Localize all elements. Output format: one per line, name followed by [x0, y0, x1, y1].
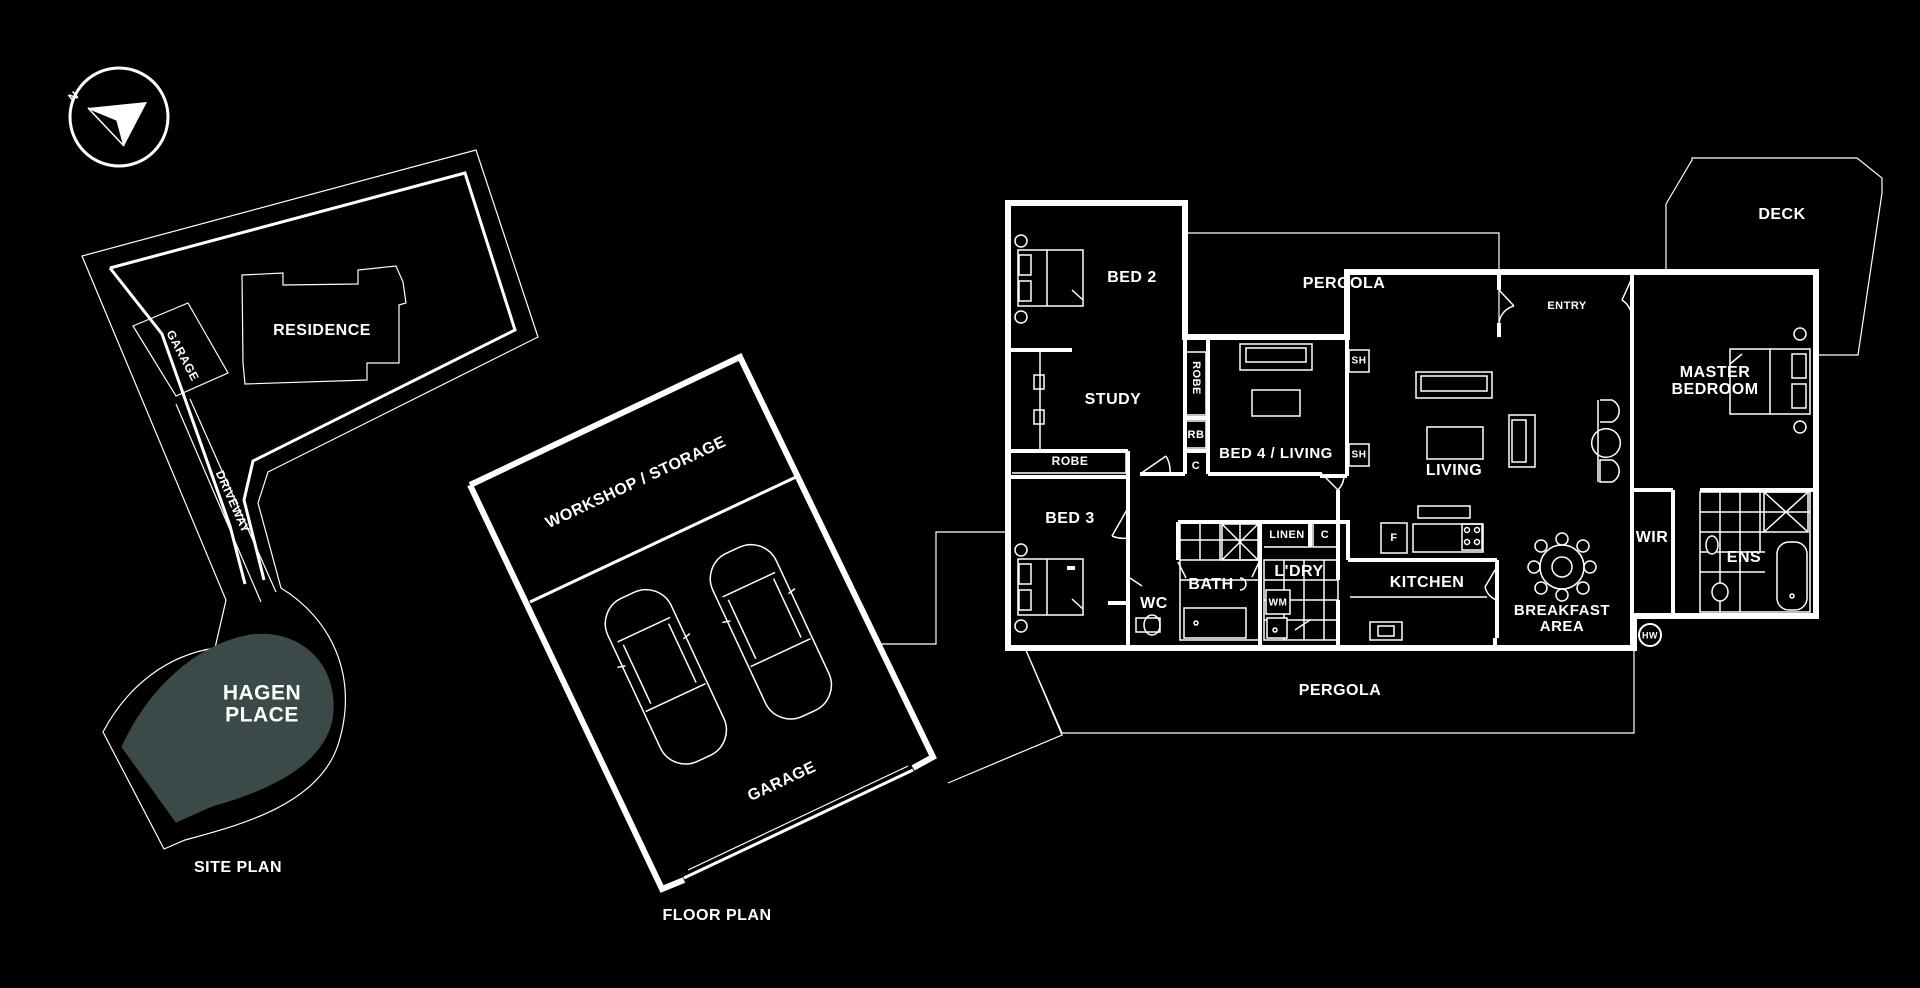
pergola-top-outline: [1188, 232, 1500, 332]
breezeway-outline: [880, 531, 1005, 645]
shelf-outline: [1348, 349, 1370, 373]
room-robe-vertical: ROBE: [1190, 361, 1202, 395]
street-name-line2: PLACE: [225, 704, 299, 727]
room-linen: LINEN: [1269, 529, 1305, 541]
compass-icon: N: [65, 66, 170, 168]
linen-outline: [1264, 521, 1312, 548]
wc-fixture: [1135, 614, 1161, 636]
room-deck: DECK: [1758, 206, 1805, 223]
garage-floor-plan: WORKSHOP / STORAGE GARAGE FLOOR PLAN: [467, 353, 937, 924]
room-laundry: L'DRY: [1274, 563, 1323, 580]
room-c-small: C: [1192, 460, 1200, 472]
robe-outline: [1012, 451, 1127, 474]
bed-icon: [1729, 327, 1811, 434]
room-rb: RB: [1188, 429, 1205, 441]
room-living: LIVING: [1426, 462, 1482, 479]
driveway-line: [189, 398, 277, 593]
room-study: STUDY: [1085, 391, 1142, 408]
site-residence-outline: [241, 265, 407, 385]
label-fridge: F: [1390, 532, 1397, 544]
room-kitchen: KITCHEN: [1390, 574, 1465, 591]
label-hw: HW: [1642, 630, 1658, 640]
armchair-icon: [1508, 414, 1536, 468]
garage-roller-door: [683, 768, 914, 880]
sofa-icon: [1415, 371, 1493, 399]
bar-stool-icon: [1590, 399, 1622, 483]
hot-water-icon: [1638, 623, 1662, 647]
car-icon: [709, 543, 833, 720]
room-breakfast-line1: BREAKFAST: [1514, 602, 1610, 619]
driveway-line: [175, 403, 262, 603]
pergola-top-label: PERGOLA: [1303, 275, 1386, 292]
sofa-icon: [1239, 343, 1313, 371]
room-c-linen: C: [1321, 529, 1329, 541]
bath-fixtures: [1179, 521, 1261, 641]
site-driveway-label: DRIVEWAY: [213, 468, 253, 535]
garage-label: GARAGE: [745, 759, 819, 805]
ensuite-fixtures: [1699, 491, 1811, 613]
room-entry: ENTRY: [1547, 300, 1587, 312]
street-name-line1: HAGEN: [223, 682, 301, 705]
pergola-bottom-label: PERGOLA: [1299, 682, 1382, 699]
room-bath: BATH: [1188, 576, 1233, 593]
bed-icon: [1014, 543, 1084, 633]
shelf-outline: [1348, 443, 1370, 467]
site-residence-label: RESIDENCE: [273, 322, 371, 339]
label-sh-top: SH: [1352, 356, 1367, 367]
desk-icon: [1033, 352, 1045, 450]
site-lot-boundary: [81, 149, 539, 850]
interior-walls: [1008, 272, 1816, 648]
house-floor-plan: BED 2 STUDY ROBE BED 3 PERGOLA PERGOLA R…: [1005, 157, 1883, 734]
room-bed2: BED 2: [1107, 269, 1157, 286]
house-outer-wall: [1005, 200, 1819, 651]
table-icon: [1251, 389, 1301, 417]
bed-icon: [1014, 234, 1084, 324]
laundry-fixtures: [1263, 559, 1339, 641]
workshop-partition: [529, 475, 797, 604]
car-icon: [604, 588, 728, 765]
garage-outer-wall: [468, 353, 937, 771]
site-garage-outline: [132, 302, 229, 397]
kitchen-fixtures: [1350, 505, 1487, 641]
breezeway-outline: [947, 647, 1063, 784]
room-bed3: BED 3: [1045, 510, 1095, 527]
robe-vertical-outline: [1186, 351, 1207, 416]
rb-outline: [1186, 420, 1207, 449]
door-swings: [1111, 277, 1633, 631]
garage-outer-wall: [467, 483, 686, 893]
room-ens: ENS: [1727, 549, 1761, 566]
pergola-bottom-outline: [1024, 647, 1635, 734]
cul-de-sac-shape: [121, 633, 334, 823]
floor-plan-caption: FLOOR PLAN: [663, 907, 772, 924]
room-breakfast-line2: AREA: [1540, 618, 1585, 635]
room-master-line1: MASTER: [1680, 364, 1751, 381]
garage-roller-door-line: [687, 765, 909, 871]
room-wc: WC: [1140, 595, 1168, 612]
label-sh-bottom: SH: [1352, 450, 1367, 461]
site-inner-boundary: [108, 171, 517, 585]
site-plan-caption: SITE PLAN: [194, 859, 282, 876]
deck-outline: [1665, 157, 1883, 356]
label-wm: WM: [1269, 598, 1288, 609]
room-bed4: BED 4 / LIVING: [1219, 445, 1333, 462]
cupboard-outline: [1312, 521, 1338, 548]
room-wir: WIR: [1636, 529, 1669, 546]
workshop-label: WORKSHOP / STORAGE: [543, 433, 729, 532]
room-master-line2: BEDROOM: [1671, 381, 1758, 398]
site-plan: RESIDENCE GARAGE DRIVEWAY HAGEN PLACE SI…: [81, 149, 539, 876]
room-robe-study: ROBE: [1052, 454, 1089, 468]
coffee-table-icon: [1426, 426, 1484, 460]
dining-table-icon: [1527, 532, 1597, 602]
